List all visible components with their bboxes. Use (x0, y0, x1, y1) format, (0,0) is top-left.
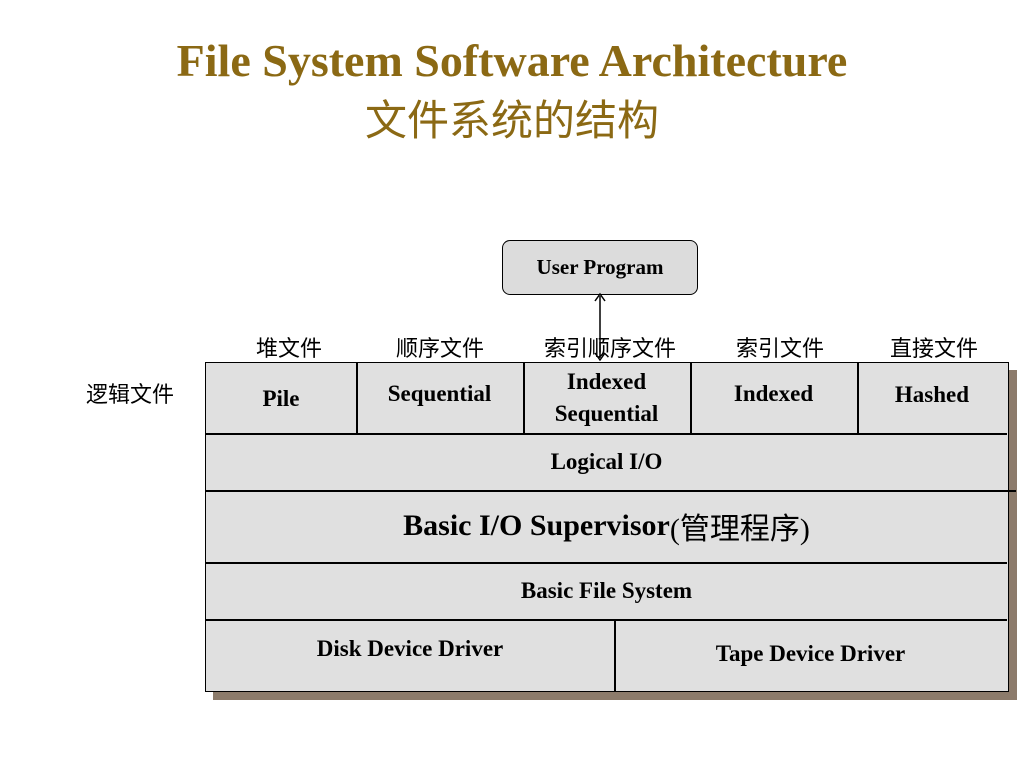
sequential-label: Sequential (387, 381, 492, 406)
file-type-cn-hashed: 直接文件 (890, 336, 979, 361)
basic-io-supervisor-layer: Basic I/O Supervisor(管理程序) (206, 490, 1007, 562)
user-program-box: User Program (502, 240, 698, 295)
pile-label: Pile (262, 386, 300, 411)
divider (356, 363, 358, 433)
indexed-sequential-cell: Indexed Sequential (523, 363, 690, 433)
hashed-cell: Hashed (857, 363, 1007, 427)
indexed-sequential-label-line1: Indexed (566, 369, 647, 394)
file-type-cn-indexed-sequential: 索引顺序文件 (544, 336, 677, 361)
hashed-label: Hashed (894, 382, 970, 407)
file-type-cn-indexed: 索引文件 (736, 336, 825, 361)
bidirectional-arrow-icon (594, 292, 606, 362)
indexed-label: Indexed (733, 381, 814, 406)
logical-io-label: Logical I/O (550, 448, 663, 474)
logical-files-label: 逻辑文件 (86, 382, 175, 407)
file-type-cn-pile: 堆文件 (256, 336, 323, 361)
basic-file-system-layer: Basic File System (206, 562, 1007, 619)
indexed-sequential-label-line2: Sequential (554, 401, 659, 426)
divider (523, 363, 525, 433)
logical-io-layer: Logical I/O (206, 433, 1007, 490)
divider (614, 619, 616, 691)
user-program-label: User Program (536, 255, 664, 279)
divider (857, 363, 859, 433)
divider (206, 619, 1007, 621)
disk-device-driver-layer: Disk Device Driver (206, 619, 614, 679)
divider (206, 490, 1016, 492)
divider (690, 363, 692, 433)
basic-file-system-label: Basic File System (520, 577, 693, 603)
basic-io-supervisor-cn-label: (管理程序) (669, 513, 810, 546)
pile-cell: Pile (206, 363, 356, 433)
tape-device-driver-label: Tape Device Driver (715, 641, 906, 666)
divider (206, 433, 1007, 435)
basic-io-supervisor-label: Basic I/O Supervisor (403, 509, 670, 542)
tape-device-driver-layer: Tape Device Driver (614, 619, 1007, 689)
divider (206, 562, 1007, 564)
sequential-cell: Sequential (356, 363, 523, 425)
architecture-stack: Pile Sequential Indexed Sequential Index… (205, 362, 1016, 692)
file-type-cn-sequential: 顺序文件 (396, 336, 485, 361)
disk-device-driver-label: Disk Device Driver (316, 636, 504, 661)
slide-subtitle: 文件系统的结构 (364, 99, 659, 145)
indexed-cell: Indexed (690, 363, 857, 425)
slide-title: File System Software Architecture (176, 35, 848, 86)
